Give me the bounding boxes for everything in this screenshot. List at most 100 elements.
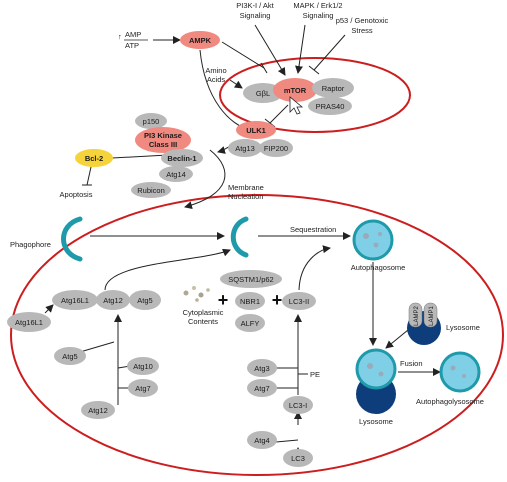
pi3k-class3-node xyxy=(135,127,191,153)
ampk-label: AMPK xyxy=(189,36,212,45)
ulk1-label: ULK1 xyxy=(246,126,266,135)
autophagolysosome-content-1 xyxy=(450,365,456,371)
lamp2-label: LAMP2 xyxy=(414,306,420,326)
atp-label: ATP xyxy=(125,41,139,50)
phagophore-shape-left xyxy=(61,216,83,262)
autophagosome-content-2 xyxy=(373,242,379,248)
cargo-dot xyxy=(192,286,196,290)
gbl-label: GβL xyxy=(256,89,270,98)
mapk-label-1: MAPK / Erk1/2 xyxy=(293,1,342,10)
beclin1-label: Beclin-1 xyxy=(167,154,196,163)
mtor-node xyxy=(273,78,317,102)
atg7-b-node xyxy=(247,379,277,397)
atg5-b-node xyxy=(54,347,86,365)
lamp1-label: LAMP1 xyxy=(429,306,435,326)
pi3k-class3-label-1: PI3 Kinase xyxy=(144,131,182,140)
cargo-dot xyxy=(206,288,210,292)
atg5-a-node xyxy=(129,290,161,310)
atg16l1-b-label: Atg16L1 xyxy=(15,318,43,327)
pras40-node xyxy=(308,97,352,115)
raptor-node xyxy=(312,78,354,98)
atg12-a-label: Atg12 xyxy=(103,296,123,305)
mouse-cursor-icon xyxy=(289,96,304,115)
sequestration-label: Sequestration xyxy=(290,225,336,234)
lc3ii-node xyxy=(282,292,316,310)
pe-label: PE xyxy=(310,370,320,379)
cytoplasmic-contents-label-2: Contents xyxy=(188,317,218,326)
atg12-a-node xyxy=(96,290,130,310)
atg12-b-label: Atg12 xyxy=(88,406,108,415)
autophagolysosome-shape xyxy=(439,351,481,393)
p53-label-2: Stress xyxy=(351,26,373,35)
nbr1-label: NBR1 xyxy=(240,297,260,306)
atg16l1-b-node xyxy=(7,312,51,332)
autophagolysosome-content-2 xyxy=(462,374,466,378)
amino-acids-label-1: Amino xyxy=(205,66,226,75)
atg7-a-label: Atg7 xyxy=(135,384,150,393)
ampk-node xyxy=(180,31,220,49)
apoptosis-label: Apoptosis xyxy=(60,190,93,199)
autophagolysosome-label: Autophagolysosome xyxy=(416,397,484,406)
raptor-label: Raptor xyxy=(322,84,345,93)
atg7-b-label: Atg7 xyxy=(254,384,269,393)
fip200-node xyxy=(259,139,293,157)
nbr1-node xyxy=(235,292,265,310)
pras40-label: PRAS40 xyxy=(316,102,345,111)
lc3i-node xyxy=(283,396,313,414)
alfy-label: ALFY xyxy=(241,319,260,328)
atg5-b-label: Atg5 xyxy=(62,352,77,361)
lamp2-protein xyxy=(408,302,423,328)
atg4-node xyxy=(247,431,277,449)
autophagosome-content-1 xyxy=(363,233,369,239)
atg5-a-label: Atg5 xyxy=(137,296,152,305)
autophagy-process-outline xyxy=(10,194,504,476)
mtor-complex-outline xyxy=(219,57,411,133)
fusing-content-1 xyxy=(367,363,373,369)
atg3-node xyxy=(247,359,277,377)
p53-label-1: p53 / Genotoxic xyxy=(336,16,389,25)
atg14-label: Atg14 xyxy=(166,170,186,179)
autophagosome-label: Autophagosome xyxy=(351,263,406,272)
gbl-node xyxy=(243,83,283,103)
cargo-dot xyxy=(198,292,204,298)
mtor-label: mTOR xyxy=(284,86,307,95)
atg13-top-label: Atg13 xyxy=(235,144,255,153)
pi3k-akt-label-2: Signaling xyxy=(240,11,271,20)
up-arrow-icon: ↑ xyxy=(118,32,122,41)
atg10-label: Atg10 xyxy=(133,362,153,371)
mapk-label-2: Signaling xyxy=(303,11,334,20)
atg3-label: Atg3 xyxy=(254,364,269,373)
lamp1-protein xyxy=(423,302,438,328)
atg4-label: Atg4 xyxy=(254,436,269,445)
bcl2-label: Bcl-2 xyxy=(85,154,103,163)
amino-acids-label-2: Acids xyxy=(207,75,226,84)
sqstm1-node xyxy=(220,270,282,288)
atg7-a-node xyxy=(128,379,158,397)
fip200-label: FIP200 xyxy=(264,144,288,153)
rubicon-node xyxy=(131,182,171,198)
lc3-node xyxy=(283,449,313,467)
lysosome-a-label: Lysosome xyxy=(446,323,480,332)
phagophore-shape-middle xyxy=(230,216,249,258)
plus-sign-1: + xyxy=(218,290,229,310)
pi3k-class3-label-2: Class III xyxy=(149,140,177,149)
alfy-node xyxy=(235,314,265,332)
lc3ii-label: LC3-II xyxy=(289,297,309,306)
bcl2-node xyxy=(75,149,113,167)
fusing-content-2 xyxy=(378,371,384,377)
rubicon-label: Rubicon xyxy=(137,186,165,195)
phagophore-label: Phagophore xyxy=(10,240,51,249)
atg13-top-node xyxy=(228,139,262,157)
fusion-label: Fusion xyxy=(400,359,423,368)
beclin1-node xyxy=(161,149,203,167)
lc3-label: LC3 xyxy=(291,454,305,463)
atg16l1-a-label: Atg16L1 xyxy=(61,296,89,305)
membrane-nucleation-label-1: Membrane xyxy=(228,183,264,192)
sqstm1-label: SQSTM1/p62 xyxy=(228,275,273,284)
p150-label: p150 xyxy=(143,117,160,126)
cargo-dot xyxy=(183,290,189,296)
autophagosome-shape xyxy=(352,219,394,261)
atg16l1-a-node xyxy=(52,290,98,310)
